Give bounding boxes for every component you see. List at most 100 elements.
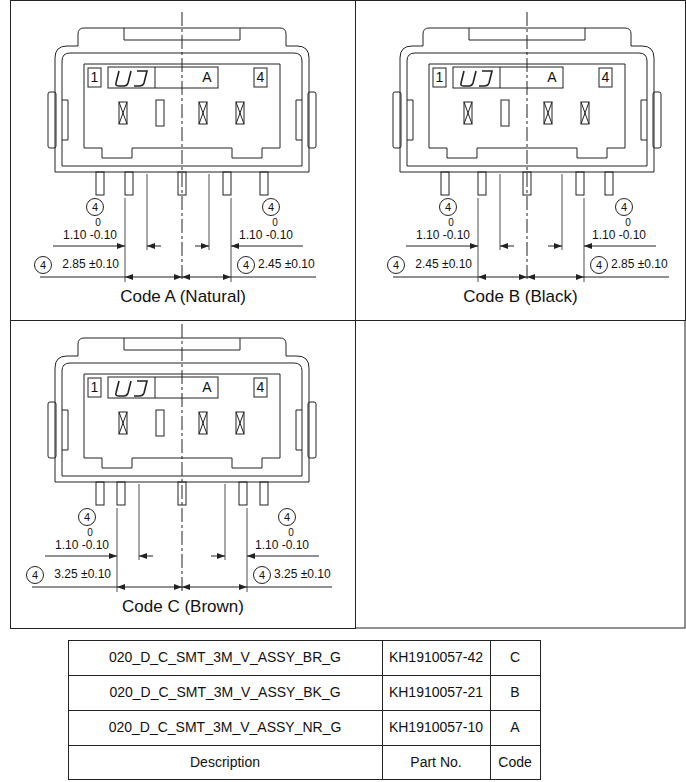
- callout-circle: 4: [86, 198, 104, 216]
- callout-circle: 4: [253, 566, 271, 584]
- code-a-drawing: [40, 12, 316, 282]
- callout-circle: 4: [34, 256, 52, 274]
- table-cell: 020_D_C_SMT_3M_V_ASSY_BK_G: [109, 684, 340, 700]
- callout-circle-ring: [440, 199, 457, 216]
- code-panel: Code B (Black) 4 4 4 4: [355, 0, 686, 321]
- dimension-leader: [40, 277, 316, 278]
- callout-circle: 4: [78, 508, 96, 526]
- tolerance-upper: 0: [288, 527, 294, 539]
- table-cell: Description: [190, 754, 260, 770]
- center-line: [527, 12, 528, 282]
- callout-number: 4: [621, 202, 627, 213]
- dimension-value: 3.25 ±0.10: [54, 568, 111, 582]
- code-panel: Code C (Brown) 4 4 4 4: [10, 320, 356, 629]
- callout-number: 4: [92, 202, 98, 213]
- panel-caption: Code A (Natural): [120, 287, 246, 307]
- panel-caption: Code C (Brown): [122, 597, 244, 617]
- callout-circle: 4: [439, 198, 457, 216]
- empty-cell: [356, 321, 686, 629]
- table-cell: KH1910057-42: [389, 649, 483, 665]
- tolerance-upper: 0: [625, 217, 631, 229]
- code-panel: Code A (Natural) 4 4 4 4: [10, 0, 356, 321]
- callout-number: 4: [445, 202, 451, 213]
- table-cell: 020_D_C_SMT_3M_V_ASSY_BR_G: [109, 649, 341, 665]
- callout-circle-ring: [616, 199, 633, 216]
- dimension-line: [53, 246, 125, 247]
- table-cell: KH1910057-10: [389, 719, 483, 735]
- table-cell: Code: [498, 754, 531, 770]
- table-cell: Part No.: [410, 754, 461, 770]
- dimension-value: 2.45 ±0.10: [415, 258, 472, 272]
- center-line: [182, 12, 183, 282]
- callout-number: 4: [393, 260, 399, 271]
- callout-number: 4: [84, 512, 90, 523]
- pin-lead: [125, 172, 133, 195]
- dimension-leader: [32, 587, 332, 588]
- dimension-value: 1.10 -0.10: [416, 229, 470, 243]
- table-column-line: [69, 640, 541, 780]
- pin-marking: 4: [257, 379, 265, 395]
- solder-tab: [260, 172, 268, 195]
- callout-number: 4: [596, 260, 602, 271]
- panel-caption: Code B (Black): [463, 287, 577, 307]
- code-b-drawing: [393, 12, 669, 282]
- callout-circle-ring: [238, 257, 255, 274]
- callout-circle: 4: [278, 508, 296, 526]
- solder-tab: [260, 482, 268, 505]
- extension-line: [478, 174, 584, 282]
- tolerance-upper: 0: [272, 217, 278, 229]
- callout-number: 4: [243, 260, 249, 271]
- callout-circle-ring: [388, 257, 405, 274]
- dimension-line: [211, 556, 225, 557]
- callout-circle: 4: [387, 256, 405, 274]
- callout-circle-ring: [27, 567, 44, 584]
- solder-tab: [96, 172, 104, 195]
- logo-letter: A: [202, 69, 211, 85]
- callout-circle: 4: [237, 256, 255, 274]
- callout-circle: 4: [26, 566, 44, 584]
- code-c-drawing: [32, 324, 332, 592]
- logo-letter: A: [202, 379, 211, 395]
- dimension-value: 1.10 -0.10: [239, 229, 293, 243]
- dimension-line: [45, 556, 117, 557]
- pin-marking: 1: [91, 379, 99, 395]
- dimension-value: 2.45 ±0.10: [258, 258, 315, 272]
- callout-circle-ring: [87, 199, 104, 216]
- dimension-line: [117, 587, 182, 588]
- callout-number: 4: [40, 260, 46, 271]
- dimension-line: [527, 277, 584, 278]
- dimension-line: [125, 277, 182, 278]
- dimension-line: [231, 246, 303, 247]
- callout-circle: 4: [615, 198, 633, 216]
- tolerance-upper: 0: [87, 527, 93, 539]
- pin-lead: [117, 482, 125, 505]
- dimension-line: [182, 587, 247, 588]
- dimension-value: 1.10 -0.10: [63, 229, 117, 243]
- extension-line: [117, 484, 247, 592]
- center-line: [182, 324, 183, 592]
- logo-letter: A: [547, 69, 556, 85]
- dimension-leader: [393, 277, 669, 278]
- callout-circle: 4: [262, 198, 280, 216]
- dimension-line: [406, 246, 478, 247]
- table-row-line: [68, 641, 541, 780]
- callout-number: 4: [268, 202, 274, 213]
- pin-lead: [239, 482, 247, 505]
- callout-circle-ring: [263, 199, 280, 216]
- callout-circle-ring: [35, 257, 52, 274]
- table-cell: KH1910057-21: [389, 684, 483, 700]
- extension-line: [125, 174, 231, 282]
- dimension-value: 3.25 ±0.10: [274, 568, 331, 582]
- dimension-line: [147, 246, 161, 247]
- dimension-value: 1.10 -0.10: [55, 539, 109, 553]
- dimension-line: [500, 246, 514, 247]
- dimension-value: 1.10 -0.10: [592, 229, 646, 243]
- dimension-line: [584, 246, 656, 247]
- pin-marking: 4: [257, 69, 265, 85]
- solder-tab: [441, 172, 449, 195]
- tolerance-upper: 0: [95, 217, 101, 229]
- callout-number: 4: [284, 512, 290, 523]
- callout-circle-ring: [279, 509, 296, 526]
